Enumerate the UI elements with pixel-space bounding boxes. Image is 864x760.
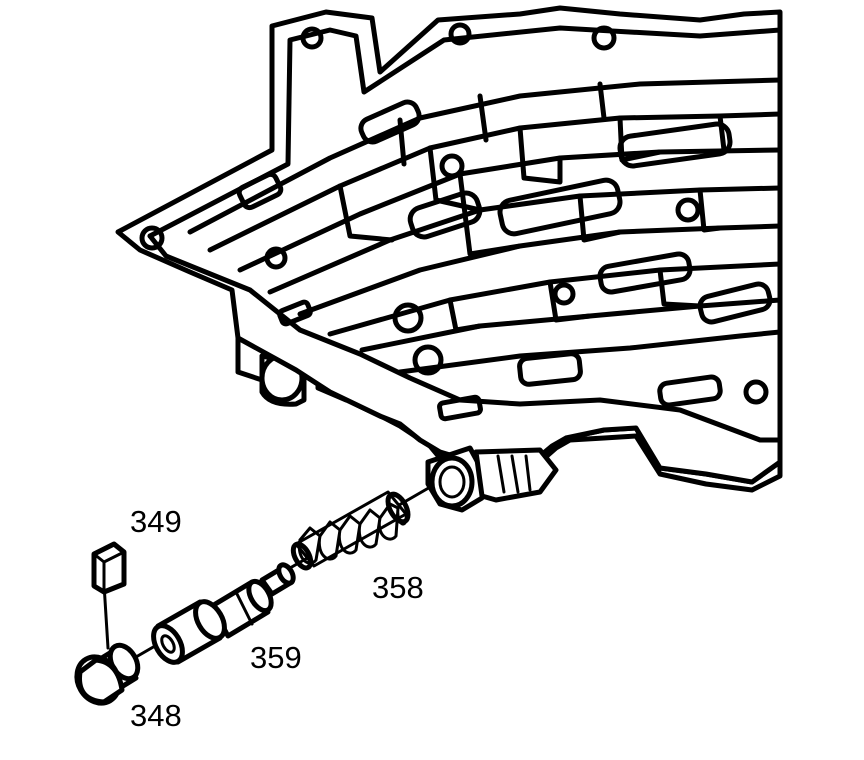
valve-body: [115, 5, 783, 513]
retainer-clip-349: [91, 541, 127, 650]
callout-348: 348: [130, 698, 182, 733]
fluid-channels: [139, 22, 780, 443]
bore-plug-348: [74, 642, 141, 706]
callout-358: 358: [372, 570, 424, 605]
spring-358: [290, 490, 411, 571]
retainer-guide-line: [102, 582, 110, 650]
callout-359: 359: [250, 640, 302, 675]
valve-359: [151, 562, 296, 665]
valve-train: [74, 484, 434, 706]
callout-349: 349: [130, 504, 182, 539]
